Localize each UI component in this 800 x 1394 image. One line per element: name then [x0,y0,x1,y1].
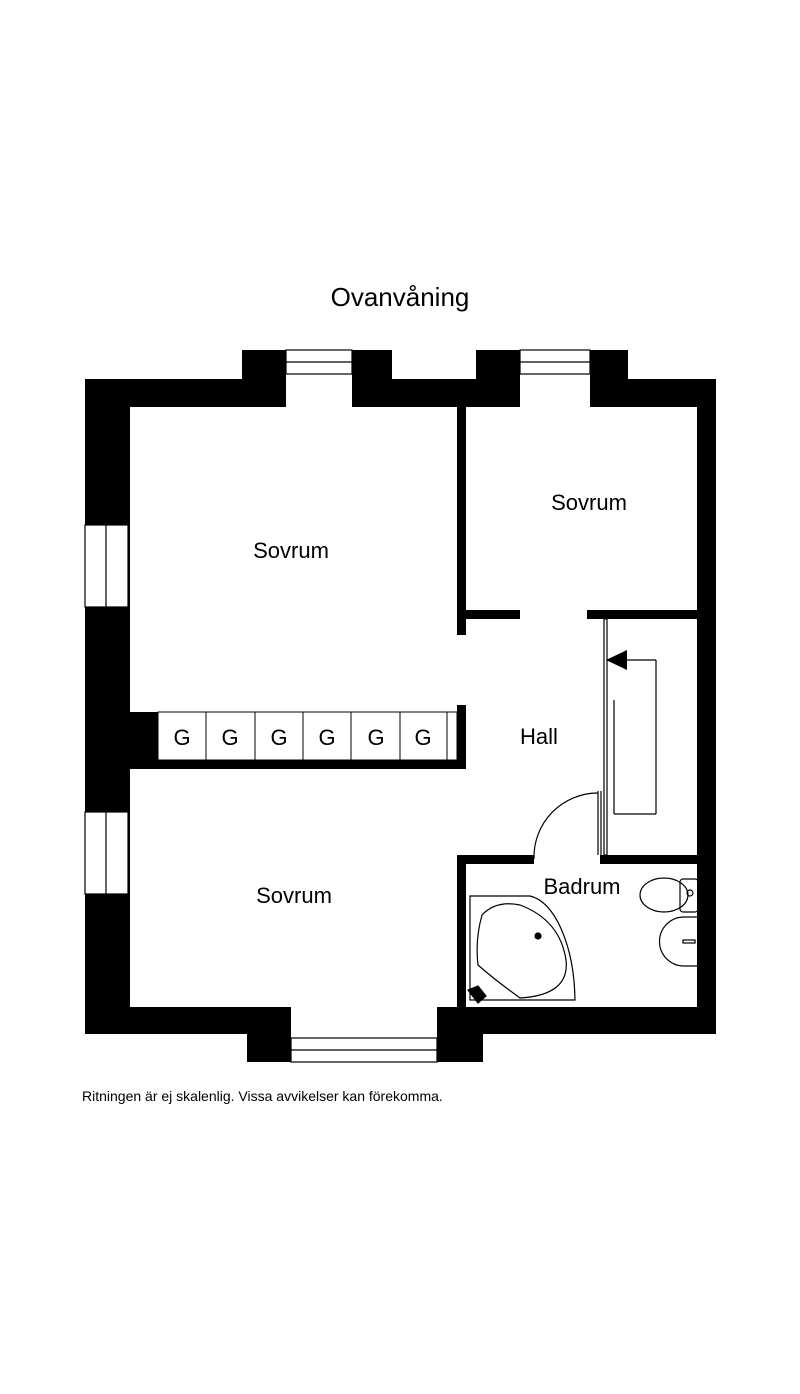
room-label: Sovrum [551,490,627,515]
closet-label: G [367,725,384,750]
windows [84,349,591,1063]
closet-label: G [414,725,431,750]
wardrobe-row [157,711,458,761]
toilet-icon [639,877,699,913]
room-label: Sovrum [256,883,332,908]
closet-label: G [221,725,238,750]
disclaimer-text: Ritningen är ej skalenlig. Vissa avvikel… [82,1088,443,1104]
room-label: Sovrum [253,538,329,563]
closet-label: G [318,725,335,750]
room-labels: Sovrum Sovrum Hall Sovrum Badrum [253,490,627,908]
plan-title: Ovanvåning [330,282,470,312]
closet-label: G [173,725,190,750]
bathroom-door [533,791,602,860]
closet-labels: G G G G G G [173,725,431,750]
closet-label: G [270,725,287,750]
staircase [603,618,657,856]
room-label: Hall [520,724,558,749]
bathtub-icon [467,895,576,1004]
exterior-walls [85,350,716,1062]
sink-icon [658,916,697,967]
stair-arrow-icon [606,650,627,670]
room-label: Badrum [543,874,620,899]
interior-walls [130,405,699,1015]
